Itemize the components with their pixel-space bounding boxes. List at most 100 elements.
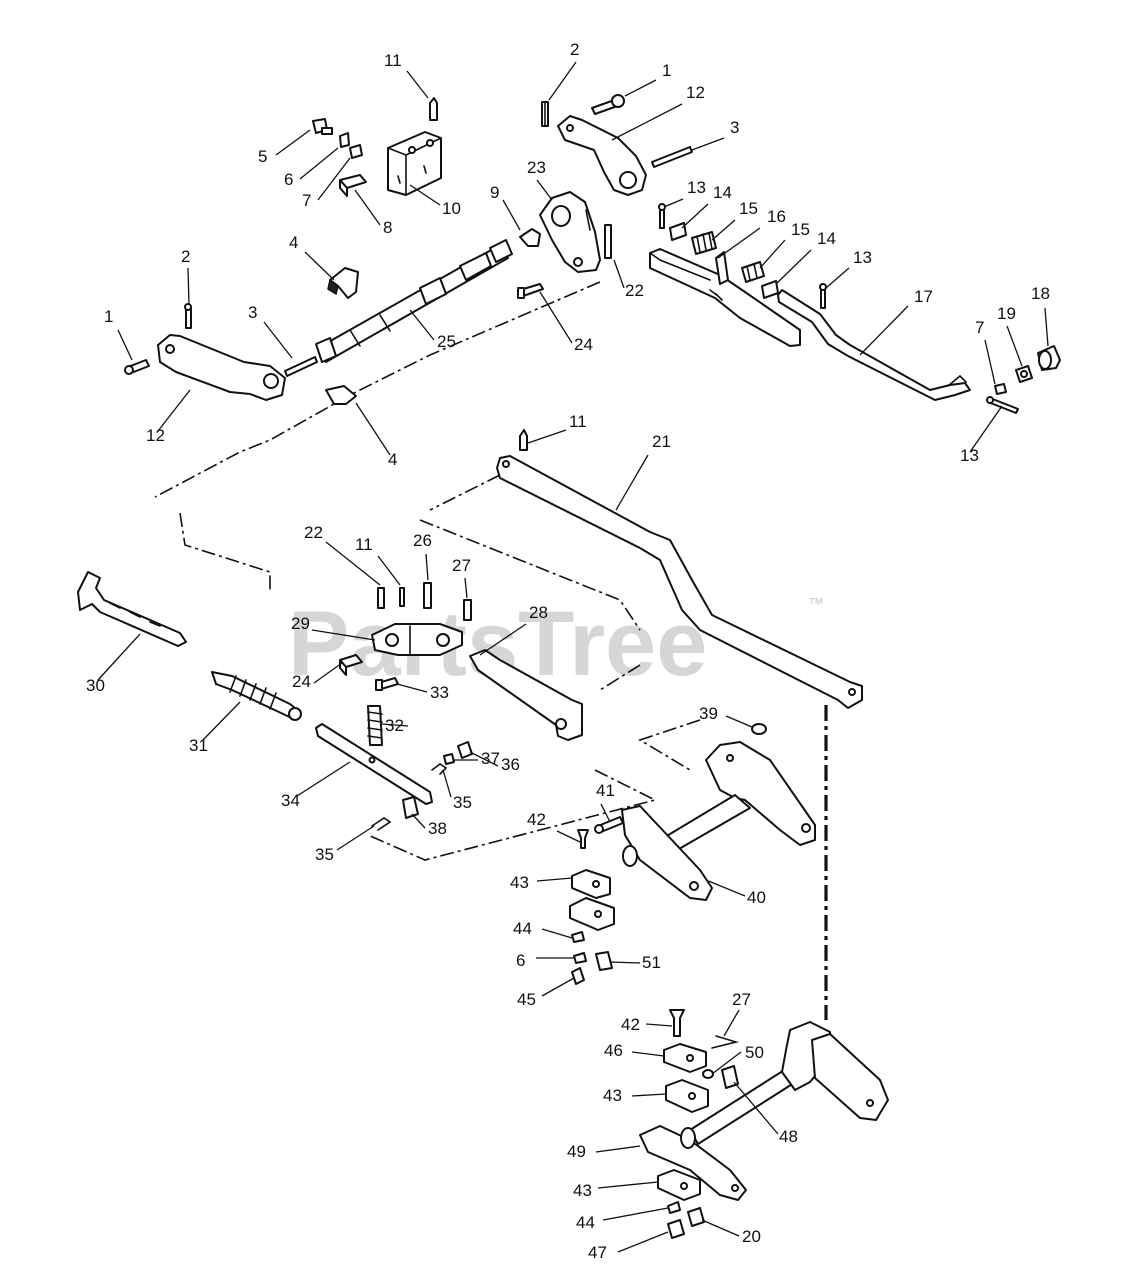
part-27-pin-lower [711,1035,740,1049]
part-6-washer-lower [573,952,587,964]
callout-33: 33 [430,683,449,702]
leader-line-43b [631,1093,667,1097]
part-25-shaft [315,239,513,363]
leader-line-22b [325,541,381,586]
callout-14b: 14 [817,229,836,248]
leader-line-51 [609,961,641,964]
leader-line-35b [336,825,375,851]
callout-36: 36 [501,755,520,774]
leader-line-16 [717,227,761,259]
part-41-screw [594,816,624,834]
callout-11b: 11 [569,412,587,431]
callout-35b: 35 [315,845,334,864]
callout-5: 5 [258,147,267,166]
part-39-bushing [751,723,767,735]
callout-28: 28 [529,603,548,622]
leader-line-9 [502,199,521,231]
callout-44b: 44 [576,1213,595,1232]
part-16-bar [649,248,801,347]
part-14-washer-upper [669,222,687,241]
leader-line-42b [645,1023,673,1027]
leader-line-7a [317,157,351,201]
leader-line-10 [409,184,441,206]
part-43-clamp-bottom [657,1169,701,1201]
callout-13b: 13 [853,248,872,267]
part-7-nut-right [994,383,1007,395]
leader-line-17 [859,305,909,356]
callout-45: 45 [517,990,536,1009]
leader-line-34 [296,761,351,797]
part-13-pin-mid [819,283,827,309]
callout-21: 21 [652,432,671,451]
leader-line-29 [311,629,376,641]
leader-line-32 [381,723,409,727]
callout-47: 47 [588,1243,607,1262]
callout-1b: 1 [104,307,113,326]
callout-34: 34 [281,791,300,810]
callout-22a: 22 [625,281,644,300]
callout-11a: 11 [384,51,402,70]
part-40-cross-shaft [621,741,816,901]
part-49-shaft [639,1021,889,1201]
watermark-trademark: ™ [808,596,824,613]
part-22-pin-upper [604,224,612,259]
callout-27a: 27 [452,556,471,575]
callout-2b: 2 [181,247,190,266]
callout-41: 41 [596,781,615,800]
callout-12a: 12 [686,83,705,102]
part-38-block [402,796,419,819]
leader-line-46 [631,1051,665,1057]
callout-15b: 15 [791,220,810,239]
part-23-pivot-bracket [539,191,601,273]
leader-line-4a [304,251,335,281]
part-32-spring [367,705,383,746]
callout-3a: 3 [730,118,739,137]
leader-line-33 [396,683,428,693]
leader-line-27b [723,1009,740,1037]
callout-16: 16 [767,207,786,226]
leader-line-24a [539,291,573,344]
leader-line-12b [157,389,191,432]
phantom-line-left [179,512,271,590]
leader-line-35a [442,769,452,798]
callout-3b: 3 [248,303,257,322]
leader-line-19 [1006,325,1023,367]
phantom-line-upper [154,281,601,498]
leader-line-20 [701,1219,740,1237]
leader-line-11c [377,555,401,586]
callout-9: 9 [490,183,499,202]
callout-22b: 22 [304,523,323,542]
leader-line-44a [541,928,573,939]
part-31-spring [211,671,302,721]
callout-42b: 42 [621,1015,640,1034]
callout-29: 29 [291,614,310,633]
leader-line-28 [479,623,527,656]
part-24-key-lower [339,654,363,676]
leader-line-15a [711,219,736,241]
part-36-nut [457,741,473,759]
part-42-bolt-lower [669,1009,685,1037]
leader-line-7b [984,339,996,385]
callout-23: 23 [527,158,546,177]
leader-line-13b [825,267,850,289]
callout-4b: 4 [388,450,397,469]
leader-line-2b [187,267,190,306]
callout-12b: 12 [146,426,165,445]
part-50-washer [702,1069,714,1079]
part-14-washer-lower [761,280,779,299]
part-10-bracket [387,131,442,196]
part-34-plate [315,723,433,805]
callout-24b: 24 [292,672,311,691]
leader-line-6a [299,147,339,180]
part-37-washer [443,753,455,765]
callout-10: 10 [442,199,461,218]
part-26-pin [423,582,432,609]
callout-30: 30 [86,676,105,695]
callout-6b: 6 [516,951,525,970]
leader-line-41 [600,803,611,823]
leader-line-49 [595,1145,641,1153]
leader-line-26 [425,553,429,581]
callout-7a: 7 [302,191,311,210]
leader-line-13a [663,198,684,208]
part-2-cotter-pin-upper [541,101,549,127]
